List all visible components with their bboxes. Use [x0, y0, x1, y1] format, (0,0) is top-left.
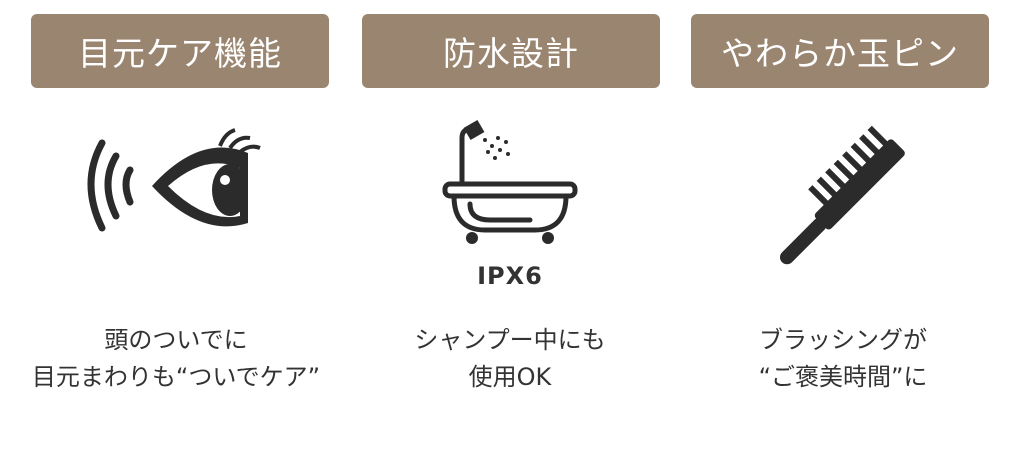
feature-title-eye-care: 目元ケア機能 — [31, 14, 329, 88]
desc-line: 目元まわりも“ついでケア” — [31, 363, 321, 391]
feature-title-soft-pins: やわらか玉ピン — [691, 14, 989, 88]
desc-line: ブラッシングが — [759, 326, 927, 354]
desc-line: “ご褒美時間”に — [758, 363, 928, 391]
desc-line: 頭のついでに — [104, 326, 248, 354]
feature-desc-waterproof: シャンプー中にも 使用OK — [340, 322, 680, 396]
feature-desc-soft-pins: ブラッシングが “ご褒美時間”に — [673, 322, 1013, 396]
feature-desc-eye-care: 頭のついでに 目元まわりも“ついでケア” — [6, 322, 346, 396]
desc-line: シャンプー中にも — [414, 326, 606, 354]
desc-line: 使用OK — [468, 363, 552, 391]
bathtub-shower-icon — [442, 119, 578, 244]
ipx6-rating: IPX6 — [477, 262, 543, 290]
feature-title-waterproof: 防水設計 — [362, 14, 660, 88]
comb-icon — [779, 125, 905, 265]
eye-waves-icon — [87, 128, 261, 232]
